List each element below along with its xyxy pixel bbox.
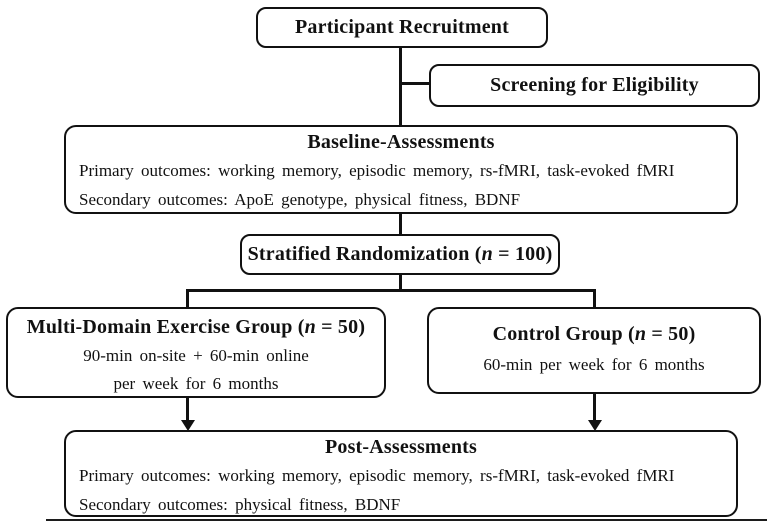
baseline-primary-outcomes: Primary outcomes: working memory, episod… [79, 161, 675, 180]
control-group-title-post: = 50) [646, 323, 696, 345]
post-assessments-box: Post-Assessments Primary outcomes: worki… [64, 430, 738, 517]
arrow-down-icon [588, 420, 602, 431]
exercise-group-title: Multi-Domain Exercise Group (n = 50) [8, 312, 384, 342]
control-group-box: Control Group (n = 50) 60-min per week f… [427, 307, 761, 394]
control-group-detail-line1: 60-min per week for 6 months [483, 355, 705, 374]
exercise-group-box: Multi-Domain Exercise Group (n = 50) 90-… [6, 307, 386, 398]
baseline-assessments-box: Baseline-Assessments Primary outcomes: w… [64, 125, 738, 214]
connector-split-to-exercise-group [186, 289, 189, 309]
connector-randomization-to-split [399, 273, 402, 292]
arrow-down-icon [181, 420, 195, 431]
post-primary-outcomes: Primary outcomes: working memory, episod… [79, 466, 675, 485]
post-title: Post-Assessments [324, 436, 478, 458]
connector-screening-branch [399, 82, 431, 85]
exercise-group-title-pre: Multi-Domain Exercise Group ( [26, 316, 305, 338]
baseline-title: Baseline-Assessments [307, 131, 495, 153]
screening-title: Screening for Eligibility [490, 74, 699, 96]
exercise-group-title-post: = 50) [315, 316, 366, 338]
sample-size-n-symbol: n [304, 316, 316, 338]
connector-recruitment-to-baseline [399, 46, 402, 126]
randomization-title-post: = 100) [492, 243, 553, 265]
randomization-box: Stratified Randomization (n = 100) [240, 234, 560, 275]
post-secondary-outcomes: Secondary outcomes: physical fitness, BD… [79, 495, 401, 514]
sample-size-n-symbol: n [481, 243, 493, 265]
sample-size-n-symbol: n [634, 323, 647, 345]
connector-control-to-post [593, 392, 596, 421]
connector-exercise-to-post [186, 396, 189, 421]
connector-split-to-control-group [593, 289, 596, 309]
recruitment-box: Participant Recruitment [256, 7, 548, 48]
connector-split-horizontal [186, 289, 596, 292]
figure-bottom-rule [46, 519, 767, 521]
control-group-title: Control Group (n = 50) [429, 319, 759, 349]
screening-box: Screening for Eligibility [429, 64, 760, 107]
randomization-title: Stratified Randomization (n = 100) [242, 241, 558, 268]
randomization-title-pre: Stratified Randomization ( [247, 243, 482, 265]
connector-baseline-to-randomization [399, 212, 402, 236]
control-group-title-pre: Control Group ( [492, 323, 635, 345]
baseline-secondary-outcomes: Secondary outcomes: ApoE genotype, physi… [79, 190, 521, 209]
exercise-group-detail-line1: 90-min on-site + 60-min online [83, 346, 309, 365]
exercise-group-detail-line2: per week for 6 months [113, 374, 279, 393]
recruitment-title: Participant Recruitment [295, 16, 509, 38]
